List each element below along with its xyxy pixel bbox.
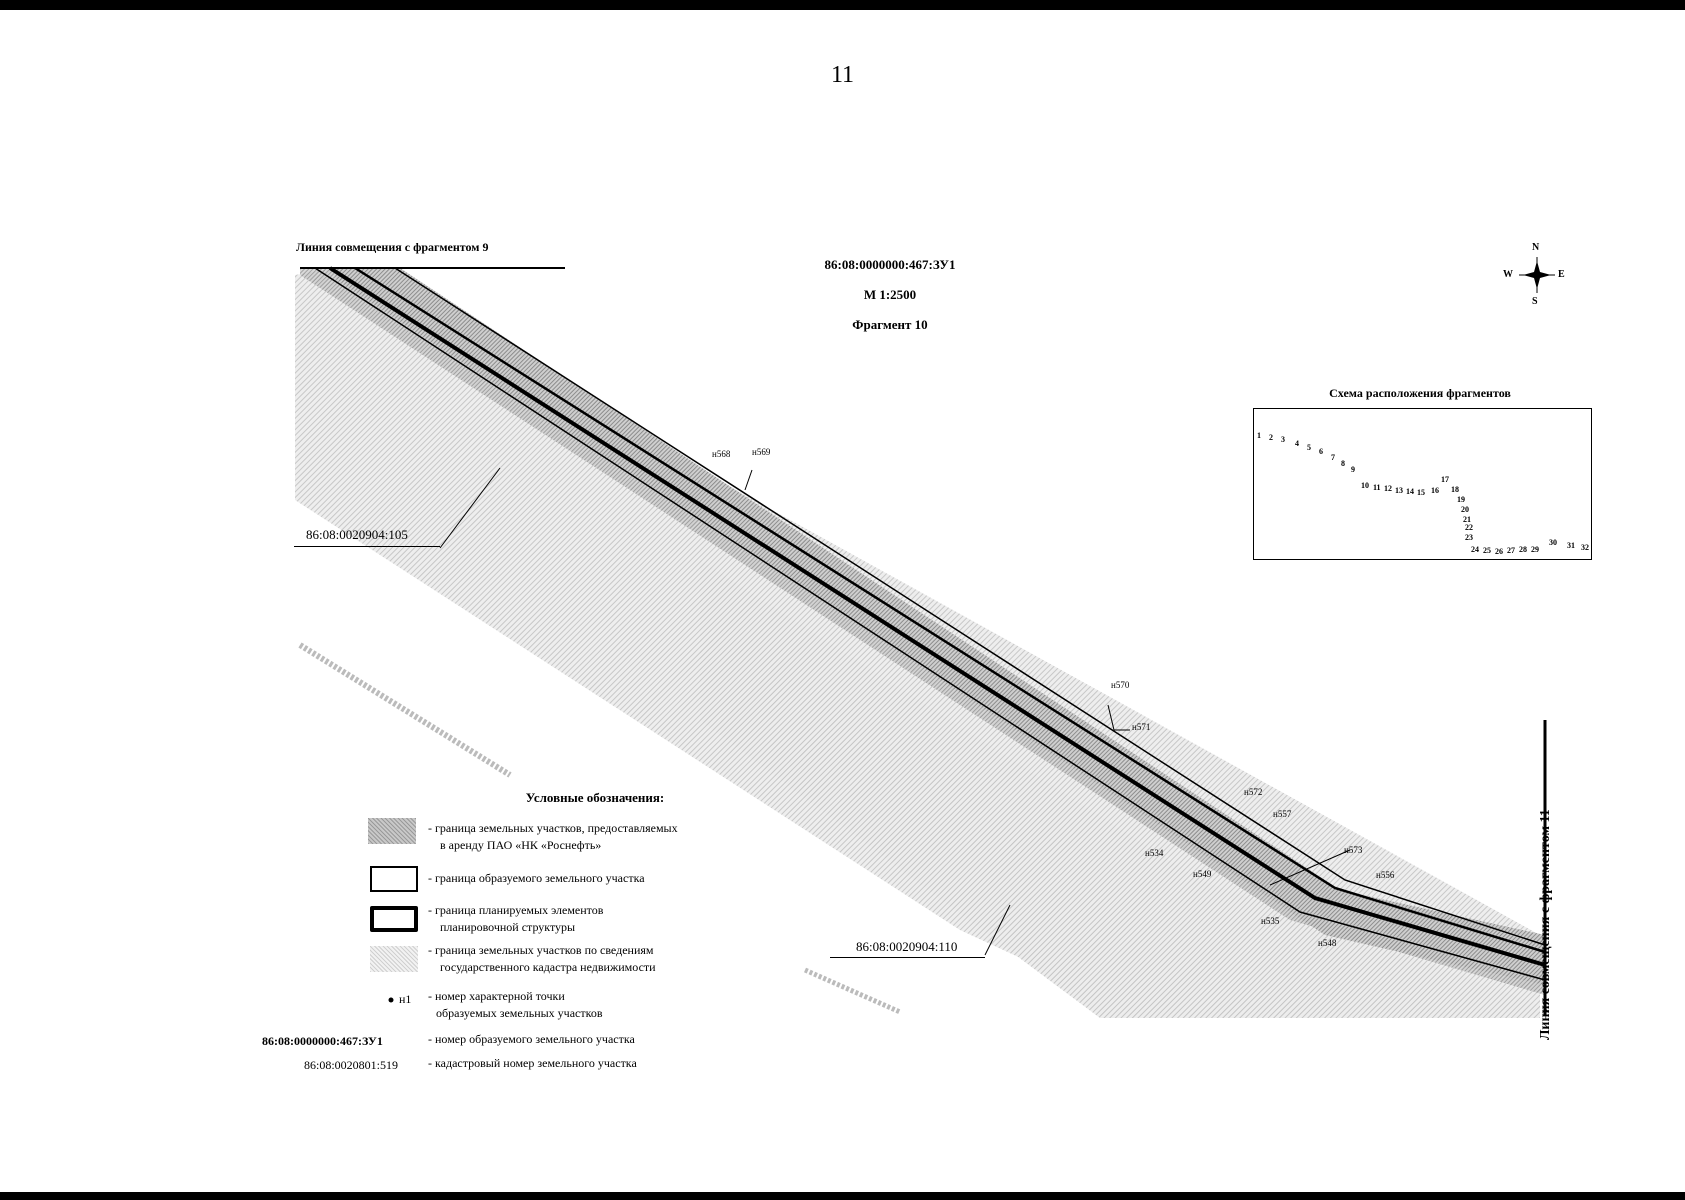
point-label: н549	[1193, 869, 1212, 879]
schema-fragment-number: 22	[1465, 523, 1473, 532]
plot-id: 86:08:0000000:467:ЗУ1	[824, 257, 956, 272]
cadastral-parcel-110	[700, 560, 1540, 1018]
schema-fragment-number: 3	[1281, 435, 1285, 444]
schema-fragment-number: 1	[1257, 431, 1261, 440]
schema-fragment-number: 16	[1431, 486, 1439, 495]
match-line-left-label: Линия совмещения с фрагментом 9	[296, 240, 489, 254]
formed-plot-boundary-1	[354, 266, 1546, 954]
point-label: н569	[752, 447, 771, 457]
legend-item-3-line2: планировочной структуры	[440, 920, 576, 934]
schema-fragment-number: 20	[1461, 505, 1469, 514]
fragment-label: Фрагмент 10	[852, 317, 928, 332]
schema-fragment-number: 9	[1351, 465, 1355, 474]
point-label: н568	[712, 449, 731, 459]
legend-item-5-line1: - номер характерной точки	[428, 989, 565, 1003]
schema-fragment-number: 21	[1463, 515, 1471, 524]
schema-title: Схема расположения фрагментов	[1329, 386, 1511, 400]
legend-title: Условные обозначения:	[525, 790, 665, 805]
legend-plot-text: - номер образуемого земельного участка	[428, 1032, 635, 1046]
schema-fragment-number: 18	[1451, 485, 1459, 494]
legend-item-5-line2: образуемых земельных участков	[436, 1006, 603, 1020]
legend-item-4-line1: - граница земельных участков по сведения…	[428, 943, 654, 957]
schema-fragment-number: 10	[1361, 481, 1369, 490]
schema-fragment-number: 32	[1581, 543, 1589, 552]
schema-fragment-number: 14	[1406, 487, 1414, 496]
point-label: н548	[1318, 938, 1337, 948]
compass-w: W	[1503, 269, 1513, 280]
schema-fragment-number: 19	[1457, 495, 1465, 504]
point-label: н570	[1111, 680, 1130, 690]
match-line-right-label: Линия совмещения с фрагментом 11	[1538, 809, 1553, 1040]
legend-cadastral-code: 86:08:0020801:519	[304, 1058, 399, 1072]
legend-swatch-planned-boundary	[370, 906, 418, 932]
page-number: 11	[830, 62, 855, 88]
schema-fragment-number: 12	[1384, 484, 1392, 493]
schema-fragment-number: 29	[1531, 545, 1539, 554]
title-block: 86:08:0000000:467:ЗУ1 М 1:2500 Фрагмент …	[780, 250, 1000, 340]
legend-point-example: н1	[399, 992, 412, 1006]
cadastral-label-110: 86:08:0020904:110	[856, 939, 958, 954]
schema-fragment-number: 2	[1269, 433, 1273, 442]
schema-fragment-number: 31	[1567, 541, 1575, 550]
legend-cadastral-text: - кадастровый номер земельного участка	[428, 1056, 637, 1070]
legend-plot-code: 86:08:0000000:467:ЗУ1	[262, 1034, 383, 1048]
schema-fragment-number: 13	[1395, 486, 1403, 495]
schema-fragment-number: 27	[1507, 546, 1515, 555]
schema-fragment-number: 23	[1465, 533, 1473, 542]
schema-fragment-number: 26	[1495, 547, 1503, 556]
point-label: н534	[1145, 848, 1164, 858]
formed-plot-boundary-2	[394, 267, 1546, 946]
compass-rose	[1519, 257, 1555, 293]
legend-item-4-line2: государственного кадастра недвижимости	[440, 960, 656, 974]
schema-fragment-number: 4	[1295, 439, 1299, 448]
cadastral-label-105: 86:08:0020904:105	[306, 527, 408, 542]
schema-fragment-number: 5	[1307, 443, 1311, 452]
schema-fragment-number: 15	[1417, 488, 1425, 497]
legend-item-1-line1: - граница земельных участков, предоставл…	[428, 821, 678, 835]
schema-fragment-number: 24	[1471, 545, 1479, 554]
schema-fragment-number: 11	[1373, 483, 1381, 492]
compass-n: N	[1532, 242, 1540, 253]
schema-fragment-number: 7	[1331, 453, 1335, 462]
schema-fragment-number: 28	[1519, 545, 1527, 554]
schema-fragment-number: 30	[1549, 538, 1557, 547]
legend-item-3-line1: - граница планируемых элементов	[428, 903, 604, 917]
planned-structure-boundary	[328, 266, 1546, 967]
legend-swatch-lease	[368, 818, 416, 844]
schema-fragment-number: 17	[1441, 475, 1449, 484]
point-label: н535	[1261, 916, 1280, 926]
compass-s: S	[1532, 296, 1538, 307]
bottom-border	[0, 1192, 1685, 1200]
schema-fragment-number: 6	[1319, 447, 1323, 456]
point-label: н571	[1132, 722, 1151, 732]
map-scale: М 1:2500	[863, 287, 917, 302]
legend-swatch-cadastre	[370, 946, 418, 972]
compass-e: E	[1558, 269, 1565, 280]
schema-fragment-number: 8	[1341, 459, 1345, 468]
schema-box	[1253, 408, 1592, 560]
point-label: н557	[1273, 809, 1292, 819]
legend-point-dot	[388, 997, 394, 1003]
legend-swatch-plot-boundary	[370, 866, 418, 892]
point-label: н556	[1376, 870, 1395, 880]
point-label: н572	[1244, 787, 1263, 797]
schema-fragment-number: 25	[1483, 546, 1491, 555]
legend-item-2-line1: - граница образуемого земельного участка	[428, 871, 645, 885]
top-border	[0, 0, 1685, 10]
point-label: н573	[1344, 845, 1363, 855]
legend-item-1-line2: в аренду ПАО «НК «Роснефть»	[440, 838, 602, 852]
